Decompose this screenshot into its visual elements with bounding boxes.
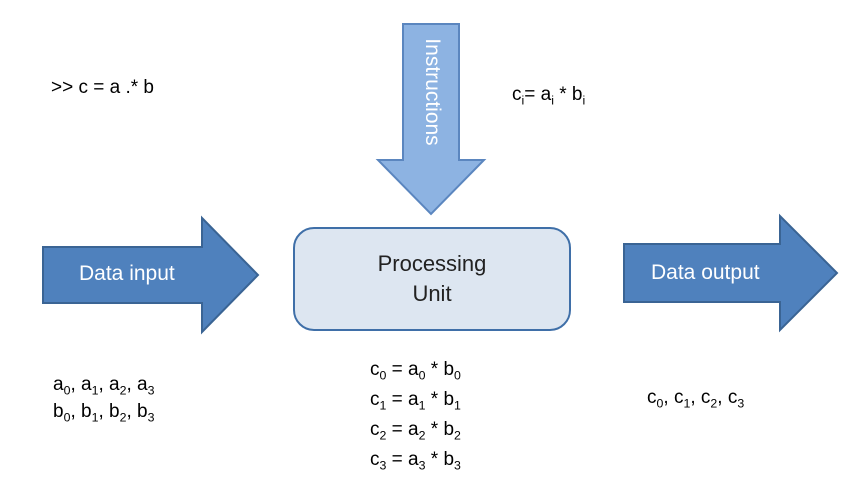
list-sub: 3 bbox=[147, 383, 155, 398]
input-row-a: a0, a1, a2, a3 bbox=[53, 374, 155, 398]
list-sub: 0 bbox=[63, 383, 71, 398]
list-var: c bbox=[647, 387, 657, 408]
matlab-command: >> c = a .* b bbox=[51, 77, 154, 98]
list-sub: 1 bbox=[91, 410, 99, 425]
equation-row: c1 = a1 * b1 bbox=[370, 389, 461, 412]
list-var: b bbox=[109, 401, 120, 422]
eq-b-sub: 1 bbox=[454, 398, 461, 413]
eq-a-sub: 1 bbox=[418, 398, 426, 413]
data-output-label: Data output bbox=[651, 261, 760, 284]
output-row-c: c0, c1, c2, c3 bbox=[647, 387, 745, 411]
list-var: c bbox=[727, 387, 738, 408]
eq-a-sub: 0 bbox=[418, 368, 426, 383]
formula-c-sub: i bbox=[521, 93, 525, 108]
list-var: b bbox=[137, 401, 148, 422]
formula-eq: = bbox=[524, 84, 541, 105]
eq-a-sub: 2 bbox=[418, 428, 426, 443]
data-input-arrow bbox=[42, 215, 260, 335]
eq-b: b bbox=[443, 449, 455, 470]
processing-unit-line1: Processing bbox=[377, 251, 487, 276]
list-var: c bbox=[673, 387, 684, 408]
eq-a-sub: 3 bbox=[418, 458, 426, 473]
eq-c-sub: 3 bbox=[379, 458, 387, 473]
eq-equals: = bbox=[386, 449, 409, 470]
list-sub: 2 bbox=[119, 383, 127, 398]
eq-equals: = bbox=[386, 359, 409, 380]
elementwise-formula: ci= ai * bi bbox=[512, 84, 585, 107]
list-sub: 1 bbox=[91, 383, 99, 398]
eq-c: c bbox=[370, 419, 380, 440]
eq-b-sub: 2 bbox=[454, 428, 461, 443]
instructions-arrow bbox=[375, 23, 487, 216]
formula-b: b bbox=[571, 84, 583, 105]
eq-equals: = bbox=[386, 389, 409, 410]
equation-row: c0 = a0 * b0 bbox=[370, 359, 461, 382]
list-sub: 0 bbox=[63, 410, 71, 425]
processing-unit-box bbox=[293, 227, 571, 331]
eq-mul: * bbox=[425, 359, 444, 380]
eq-a: a bbox=[408, 449, 419, 470]
formula-mul: * bbox=[553, 84, 572, 105]
formula-c: c bbox=[512, 84, 522, 105]
equation-row: c2 = a2 * b2 bbox=[370, 419, 461, 442]
list-sub: 1 bbox=[683, 396, 691, 411]
formula-b-sub: i bbox=[582, 93, 586, 108]
list-sub: 3 bbox=[147, 410, 155, 425]
processing-unit-label: Processing Unit bbox=[294, 228, 570, 330]
list-sub: 2 bbox=[710, 396, 718, 411]
eq-mul: * bbox=[425, 419, 444, 440]
list-var: b bbox=[53, 401, 64, 422]
eq-c: c bbox=[370, 359, 380, 380]
eq-b-sub: 0 bbox=[454, 368, 461, 383]
list-var: a bbox=[81, 374, 92, 395]
list-var: b bbox=[81, 401, 92, 422]
formula-a-sub: i bbox=[551, 93, 554, 108]
eq-a: a bbox=[408, 419, 419, 440]
eq-c: c bbox=[370, 449, 380, 470]
eq-b: b bbox=[443, 419, 455, 440]
formula-a: a bbox=[540, 84, 552, 105]
list-var: a bbox=[109, 374, 120, 395]
list-var: a bbox=[137, 374, 148, 395]
list-sub: 0 bbox=[656, 396, 664, 411]
eq-c-sub: 1 bbox=[379, 398, 387, 413]
data-input-label: Data input bbox=[79, 262, 175, 285]
instructions-label: Instructions bbox=[421, 38, 444, 146]
equation-row: c3 = a3 * b3 bbox=[370, 449, 461, 472]
eq-b: b bbox=[443, 389, 455, 410]
eq-mul: * bbox=[425, 389, 444, 410]
eq-c: c bbox=[370, 389, 380, 410]
list-var: a bbox=[53, 374, 64, 395]
eq-a: a bbox=[408, 359, 419, 380]
list-sub: 2 bbox=[119, 410, 127, 425]
processing-unit-line2: Unit bbox=[412, 281, 452, 306]
eq-mul: * bbox=[425, 449, 444, 470]
list-sub: 3 bbox=[737, 396, 745, 411]
eq-b-sub: 3 bbox=[454, 458, 461, 473]
list-var: c bbox=[700, 387, 711, 408]
eq-equals: = bbox=[386, 419, 409, 440]
eq-a: a bbox=[408, 389, 419, 410]
data-output-arrow bbox=[623, 213, 839, 333]
input-row-b: b0, b1, b2, b3 bbox=[53, 401, 155, 425]
eq-c-sub: 2 bbox=[379, 428, 387, 443]
eq-c-sub: 0 bbox=[379, 368, 387, 383]
eq-b: b bbox=[443, 359, 455, 380]
